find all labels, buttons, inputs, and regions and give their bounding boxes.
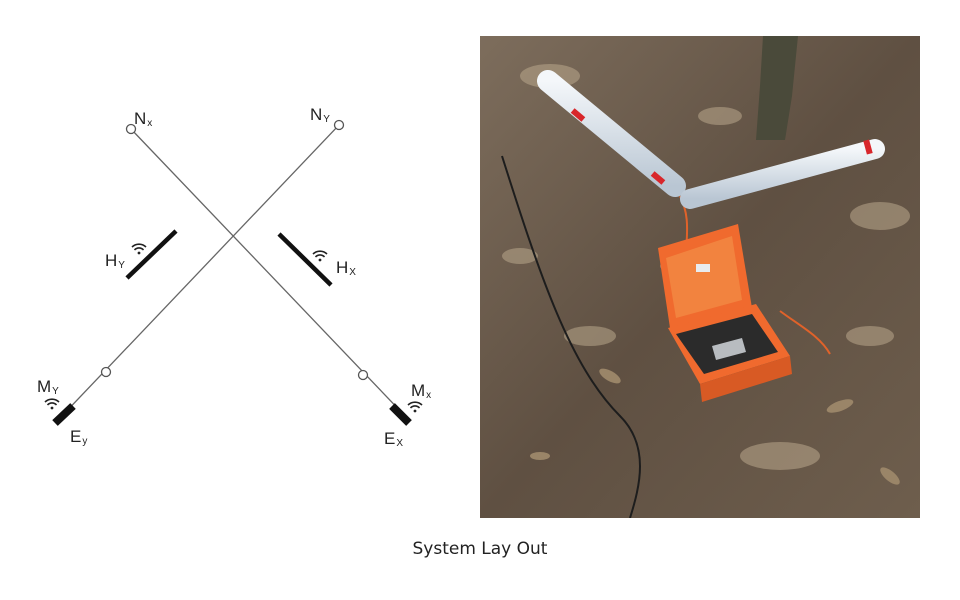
hx-sensor: [277, 232, 333, 287]
wifi-icon: [131, 243, 147, 255]
black-cable: [501, 155, 641, 518]
label-hy: HY: [105, 251, 125, 271]
label-ey: Ey: [70, 427, 87, 447]
figure-caption: System Lay Out: [412, 539, 548, 559]
sensor-tube-left: [537, 70, 686, 197]
label-nx: Nx: [134, 109, 152, 129]
wifi-icon: [44, 398, 60, 410]
field-photo: [480, 36, 920, 518]
sunlight-patches: [502, 64, 910, 470]
ex-electrode: [389, 403, 412, 426]
label-my: MY: [37, 377, 59, 397]
ny-node: [333, 119, 345, 131]
ey-electrode: [52, 403, 76, 426]
sensor-tube-right: [680, 139, 885, 209]
instrument-case: [658, 224, 792, 402]
mx-node: [357, 369, 369, 381]
nx-node: [125, 123, 137, 135]
wifi-icon: [407, 401, 423, 413]
x-line: [130, 128, 408, 419]
wifi-icon: [312, 250, 328, 262]
label-hx: HX: [336, 258, 356, 278]
label-ex: EX: [384, 429, 403, 449]
my-node: [100, 366, 112, 378]
fallen-leaves: [530, 368, 900, 485]
tree-trunk: [756, 36, 798, 140]
label-ny: NY: [310, 105, 330, 125]
hy-sensor: [125, 229, 178, 280]
label-mx: Mx: [411, 381, 431, 401]
layout-diagram: Nx NY HY HX MY Mx Ey EX: [37, 105, 431, 449]
